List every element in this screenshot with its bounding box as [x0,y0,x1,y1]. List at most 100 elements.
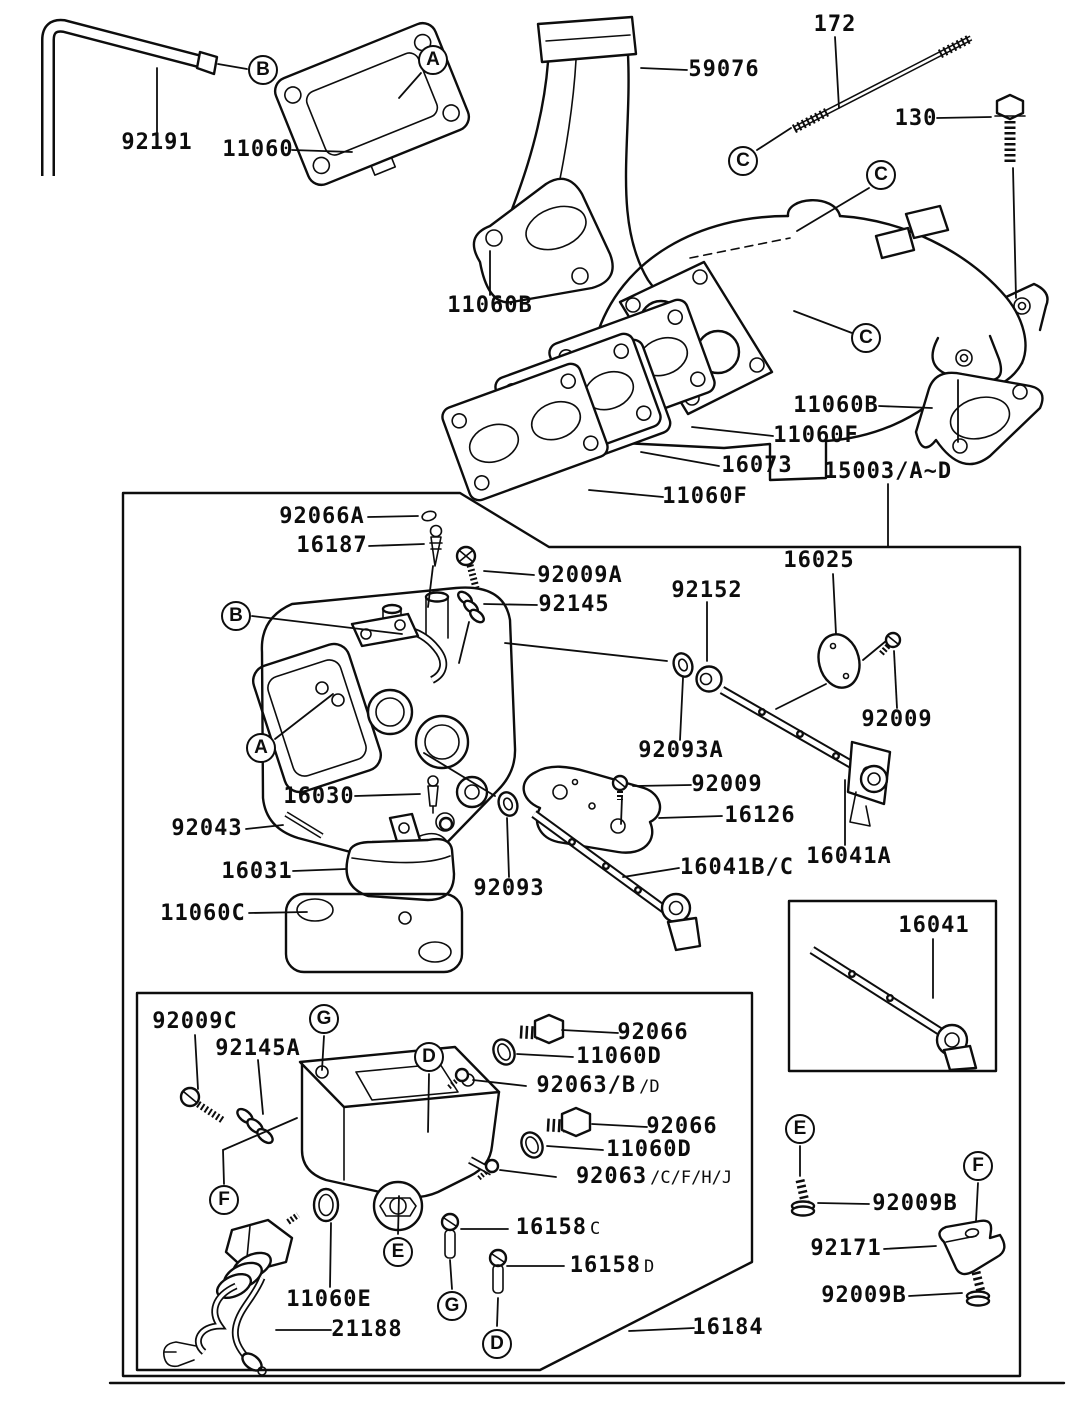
part-drawing-float-pin-92043 [284,811,324,839]
part-label-92066-2: 92066 [646,1114,718,1139]
callout-f-bracket: F [963,1151,993,1181]
callout-a-carb: A [246,733,276,763]
part-drawing-seal-92093 [497,791,519,817]
part-label-172: 172 [813,12,857,37]
part-drawing-oring-11060d-lower [520,1131,544,1159]
part-drawing-jet-92063-lower [476,1158,500,1181]
part-drawing-gasket-11060b-right [914,371,1044,466]
part-drawing-screw-92009c [179,1086,226,1124]
callout-g-jet: G [437,1291,467,1321]
part-drawing-screw-92009-throttle [611,774,629,800]
part-drawing-jet-16158c [440,1212,460,1259]
part-label-130: 130 [894,106,938,131]
part-label-16030: 16030 [283,784,355,809]
part-drawing-screw-92009b-upper [790,1179,816,1217]
part-drawing-spring-92145a [236,1107,274,1145]
part-label-92152: 92152 [671,578,743,603]
part-label-92009-2: 92009 [691,772,763,797]
part-label-11060e: 11060E [286,1287,372,1312]
part-drawing-clip-92066a [421,510,437,522]
part-label-16184: 16184 [692,1315,764,1340]
part-drawing-float-16031 [345,812,456,902]
part-label-16041a: 16041A [806,844,892,869]
part-label-11060: 11060 [222,137,294,162]
part-drawing-choke-shaft-16041a [719,686,892,827]
part-drawing-spring-92145 [457,590,485,624]
part-label-92009c: 92009C [152,1009,238,1034]
part-drawing-plug-92066-lower [546,1106,592,1138]
part-label-92009b-1: 92009B [872,1191,958,1216]
callout-g-bowl: G [309,1004,339,1034]
part-drawing-gasket-11060f-lower [441,362,609,502]
part-label-92093: 92093 [473,876,545,901]
part-drawing-choke-plate-16025 [817,633,861,689]
part-label-92043: 92043 [171,816,243,841]
part-label-92066-1: 92066 [617,1020,689,1045]
part-label-59076: 59076 [688,57,760,82]
part-drawing-gasket-11060c [284,892,464,974]
part-drawing-solenoid-21188 [162,1212,300,1376]
part-drawing-carburetor-body [252,586,517,867]
part-drawing-collar-92152 [695,665,723,693]
callout-c-3: C [851,323,881,353]
callout-a-top: A [418,45,448,75]
part-label-16031: 16031 [221,859,293,884]
part-label-16025: 16025 [783,548,855,573]
part-drawing-bolt-130 [994,93,1026,163]
callout-b-carb: B [221,601,251,631]
part-label-92009a: 92009A [537,563,623,588]
part-drawing-jet-16158d [488,1248,508,1294]
part-label-16073: 16073 [721,453,793,478]
callout-d-bowl: D [414,1042,444,1072]
callout-c-2: C [866,160,896,190]
part-label-92066a: 92066A [279,504,365,529]
part-label-11060d-2: 11060D [606,1137,692,1162]
callout-e-screw: E [785,1114,815,1144]
part-drawing-oring-11060d-upper [492,1038,516,1066]
assembly-box-16041 [787,899,998,1073]
part-label-16187: 16187 [296,533,368,558]
part-label-16041: 16041 [898,913,970,938]
part-drawing-screw-92009b-lower [965,1270,991,1307]
part-label-92009-1: 92009 [861,707,933,732]
part-drawing-gasket-11060b-left [472,177,614,304]
part-label-15003: 15003/A~D [823,459,953,484]
part-label-11060f-2: 11060F [662,484,748,509]
part-drawing-seal-92093a [672,652,694,678]
part-drawing-needle-valve-16030 [427,775,439,814]
part-drawing-float-bowl-16184 [298,1045,501,1232]
part-label-11060c: 11060C [160,901,246,926]
part-drawing-gasket-11060 [273,21,471,187]
callout-b-top: B [248,55,278,85]
part-drawing-needle-16187 [429,524,443,567]
part-label-92093a: 92093A [638,738,724,763]
part-drawing-jet-92063-upper [446,1067,470,1090]
callout-d-jet: D [482,1329,512,1359]
part-label-21188: 21188 [331,1317,403,1342]
callout-f-bowl: F [209,1185,239,1215]
part-label-92171: 92171 [810,1236,882,1261]
part-drawing-plug-92066-upper [519,1013,565,1045]
part-drawing-screw-92009-choke [877,631,902,657]
part-label-92063bd: 92063/B/D [536,1073,660,1098]
part-drawing-hose-92191 [41,18,219,176]
leader-lines [156,36,1017,1332]
assembly-box-16184 [135,991,754,1372]
part-label-11060b-1: 11060B [447,293,533,318]
part-label-11060f-1: 11060F [773,423,859,448]
part-drawing-oring-11060e [312,1187,340,1223]
part-drawing-throttle-plate-16126 [522,765,662,854]
part-label-16041bc: 16041B/C [680,855,794,880]
callout-e-bowl: E [383,1237,413,1267]
part-drawing-shaft-16041 [809,946,978,1072]
callout-c-1: C [728,146,758,176]
part-label-11060d-1: 11060D [576,1044,662,1069]
part-drawing-bracket-92171 [938,1219,1006,1276]
part-label-92009b-2: 92009B [821,1283,907,1308]
part-label-16126: 16126 [724,803,796,828]
part-label-92145a: 92145A [215,1036,301,1061]
